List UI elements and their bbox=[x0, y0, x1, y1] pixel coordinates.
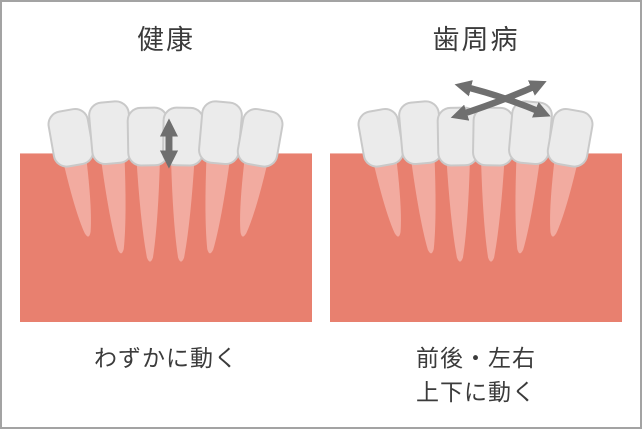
panel-healthy: 健康 わずかに動く bbox=[20, 2, 312, 409]
caption-line: 上下に動く bbox=[416, 378, 536, 405]
crossed-double-arrows-icon bbox=[450, 80, 551, 121]
periodontal-teeth-illustration bbox=[330, 80, 622, 323]
panel-healthy-caption: わずかに動く bbox=[20, 322, 312, 375]
healthy-teeth-illustration bbox=[20, 99, 312, 323]
gum-block bbox=[20, 153, 312, 323]
gum-block bbox=[330, 153, 622, 323]
panels-row: 健康 わずかに動く 歯周病 bbox=[2, 2, 640, 409]
panel-periodontal-caption: 前後・左右 上下に動く bbox=[330, 322, 622, 409]
panel-periodontal-title: 歯周病 bbox=[432, 24, 520, 55]
panel-periodontal: 歯周病 前後・左右 上下に動く bbox=[330, 2, 622, 409]
caption-line: わずかに動く bbox=[94, 345, 238, 372]
caption-line: 前後・左右 bbox=[416, 345, 536, 372]
panel-healthy-title: 健康 bbox=[137, 24, 195, 55]
